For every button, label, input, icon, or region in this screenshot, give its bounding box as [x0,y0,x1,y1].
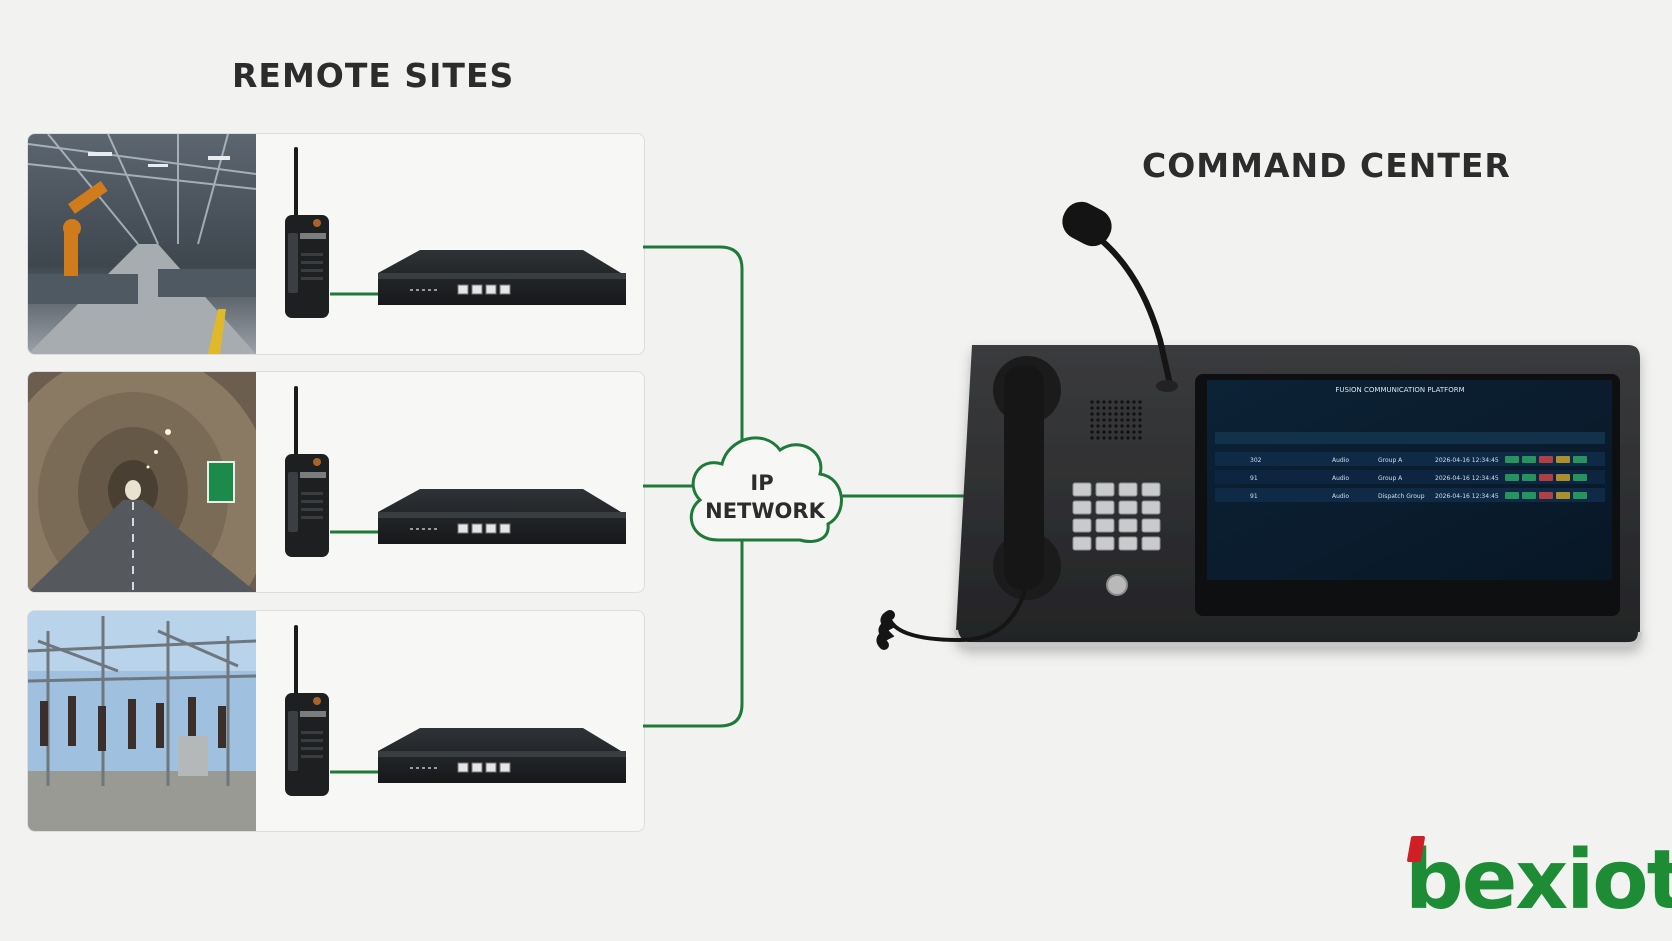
console-power-button[interactable] [1106,574,1128,596]
keypad-icon [1072,482,1161,551]
speaker-grille [1090,400,1142,440]
link-site-3 [643,538,744,728]
remote-sites-heading: REMOTE SITES [232,56,515,95]
screen-row-time: 2026-04-16 12:34:45 [1435,475,1499,482]
site-card-factory [27,133,645,355]
screen-row-group: Group A [1378,475,1403,482]
screen-row-type: Audio [1332,457,1349,464]
screen-table-row[interactable]: 91 Audio Group A 2026-04-16 12:34:45 [1215,470,1605,484]
screen-row-id: 91 [1250,475,1258,482]
screen-row-time: 2026-04-16 12:34:45 [1435,493,1499,500]
screen-title: FUSION COMMUNICATION PLATFORM [1335,386,1464,394]
walkie-talkie-icon [285,625,329,796]
gateway-device-icon [378,489,626,544]
screen-row-time: 2026-04-16 12:34:45 [1435,457,1499,464]
screen-row-group: Dispatch Group [1378,493,1425,500]
site-card-substation [27,610,645,832]
screen-row-id: 91 [1250,493,1258,500]
screen-table-row[interactable]: 302 Audio Group A 2026-04-16 12:34:45 [1215,452,1605,466]
link-site-1 [643,245,744,440]
walkie-talkie-icon [285,386,329,557]
handset-icon [876,356,1061,650]
gateway-device-icon [378,250,626,305]
tunnel-photo [28,372,256,592]
network-label-line1: IP [750,471,773,495]
cloud-icon [689,436,843,543]
walkie-talkie-icon [285,147,329,318]
screen-table-row[interactable]: 91 Audio Dispatch Group 2026-04-16 12:34:45 [1215,488,1605,502]
bexiot-logo-text: bexiot [1405,833,1672,928]
substation-photo [28,611,256,831]
screen-row-id: 302 [1250,457,1262,464]
network-label-line2: NETWORK [705,499,825,523]
command-center-heading: COMMAND CENTER [1142,146,1511,185]
screen-row-type: Audio [1332,493,1349,500]
screen-row-group: Group A [1378,457,1403,464]
gateway-device-icon [378,728,626,783]
site-card-tunnel [27,371,645,593]
bexiot-logo: bexiot [1405,833,1672,928]
microphone-icon [1062,201,1178,392]
factory-photo [28,134,256,354]
screen-row-type: Audio [1332,475,1349,482]
network-links [330,245,965,774]
